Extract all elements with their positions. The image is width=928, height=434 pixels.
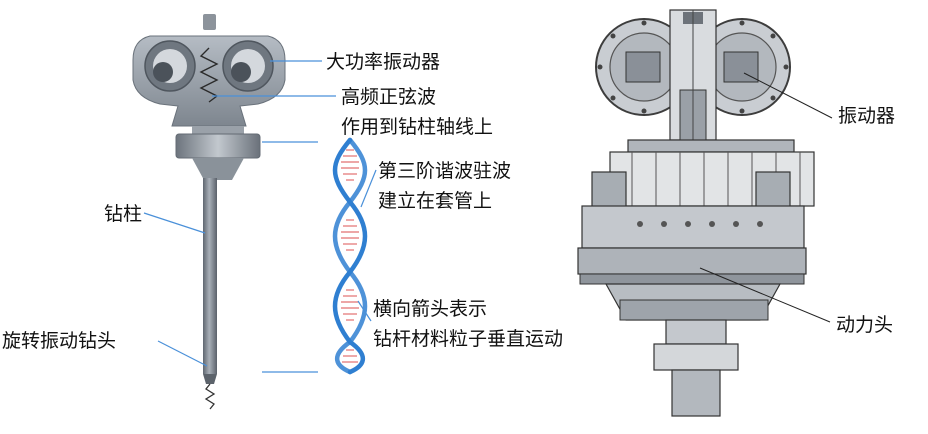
label-standing-wave-line2: 建立在套管上 <box>378 190 493 212</box>
wave-strand-b <box>332 137 368 375</box>
label-high-power-vibrator: 大功率振动器 <box>326 51 441 73</box>
label-standing-wave-line1: 第三阶谐波驻波 <box>378 160 512 182</box>
wave-rungs <box>341 149 359 363</box>
leader-lines-right <box>699 72 833 323</box>
standing-wave-helix <box>332 137 368 375</box>
label-vibrator: 振动器 <box>838 105 896 127</box>
label-sine-wave-line2: 作用到钻柱轴线上 <box>341 116 494 138</box>
label-transverse-arrows-line2: 钻杆材料粒子垂直运动 <box>373 328 564 350</box>
vibrator-machine <box>577 9 815 417</box>
label-transverse-arrows-line1: 横向箭头表示 <box>373 298 488 320</box>
drill-string-rod <box>203 178 217 410</box>
label-rotary-vibration-bit: 旋转振动钻头 <box>2 330 117 352</box>
leader-lines-left <box>143 60 377 367</box>
label-power-head: 动力头 <box>836 314 894 336</box>
vibrator-head <box>132 14 286 180</box>
label-sine-wave-line1: 高频正弦波 <box>341 86 437 108</box>
label-drill-string: 钻柱 <box>104 203 143 225</box>
